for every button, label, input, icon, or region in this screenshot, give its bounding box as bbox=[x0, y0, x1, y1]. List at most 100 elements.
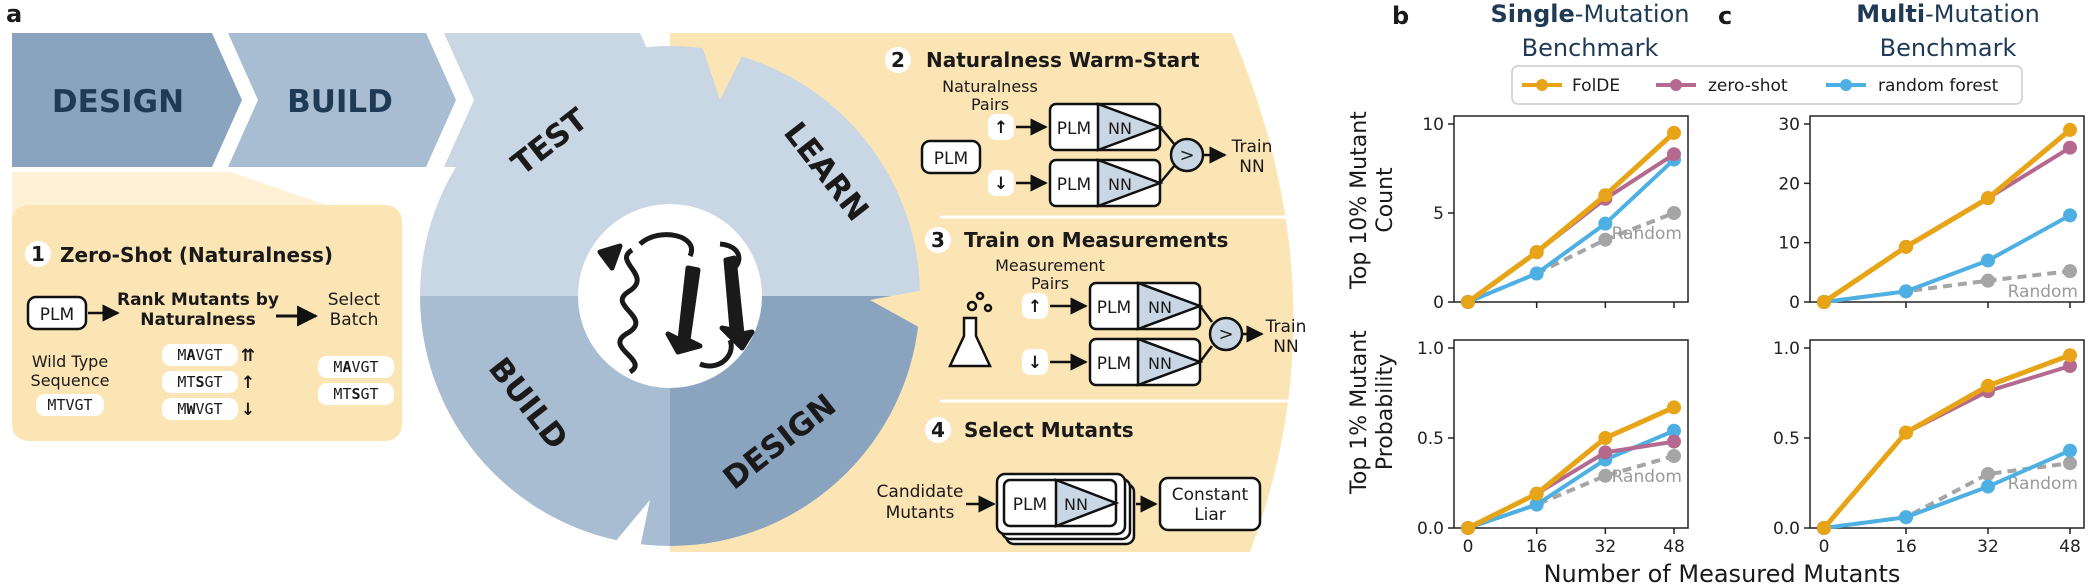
series-line-random-forest bbox=[1823, 448, 2071, 530]
step1: 1 Zero-Shot (Naturalness) PLM Rank Mutan… bbox=[25, 241, 394, 420]
step2-number-badge bbox=[885, 47, 911, 73]
data-point-folde bbox=[1461, 521, 1475, 535]
step1-mutant-seq: MAVGT bbox=[177, 346, 222, 364]
data-point-random bbox=[1667, 449, 1681, 463]
legend-random-forest-marker bbox=[1840, 79, 1852, 91]
chevron-build bbox=[228, 33, 456, 167]
ring-design bbox=[670, 296, 920, 546]
step4: 4 Select Mutants Candidate Mutants PLM N… bbox=[877, 417, 1262, 546]
series-line-folde bbox=[1466, 405, 1676, 531]
step1-wt-line2: Sequence bbox=[31, 371, 110, 390]
legend-box bbox=[1511, 65, 2023, 105]
x-tick-label: 16 bbox=[1526, 537, 1548, 557]
step1-rank-line1: Rank Mutants by bbox=[117, 290, 279, 310]
y-tick-label: 5 bbox=[1433, 204, 1444, 224]
data-point-folde bbox=[2063, 348, 2077, 363]
step3-down: ↓ bbox=[1028, 353, 1042, 373]
ring-center bbox=[578, 204, 762, 388]
x-tick-label: 32 bbox=[1595, 537, 1617, 557]
random-label: Random bbox=[2008, 282, 2078, 302]
step2-train-line2: NN bbox=[1239, 157, 1264, 177]
step2-join-bottom bbox=[1159, 164, 1176, 184]
step2-train-line1: Train bbox=[1231, 137, 1273, 157]
data-point-folde bbox=[1529, 486, 1544, 501]
step1-batch-seq-post: GT bbox=[361, 385, 379, 403]
c-title-bold: Multi bbox=[1856, 0, 1925, 28]
step4-liar-box bbox=[1158, 476, 1262, 532]
random-label: Random bbox=[1612, 467, 1682, 487]
step3-plm-bottom: PLM bbox=[1097, 354, 1131, 374]
step1-mutant-arrow: ⇈ bbox=[241, 346, 255, 366]
step1-mutant-seq-mut: W bbox=[186, 400, 196, 418]
step1-mutant-list: MAVGT⇈MTSGT↑MWVGT↓ bbox=[162, 344, 255, 420]
step3-up: ↑ bbox=[1028, 297, 1042, 317]
b-title-line2: Benchmark bbox=[1522, 34, 1659, 62]
step1-mutant-box bbox=[162, 371, 238, 393]
ylabel-bottom-line2: Probability bbox=[1373, 354, 1398, 470]
random-label: Random bbox=[2008, 474, 2078, 494]
step3-nn-bottom: NN bbox=[1148, 354, 1172, 373]
data-point-zero-shot bbox=[1667, 147, 1681, 162]
step2-plm-left-label: PLM bbox=[934, 149, 968, 169]
step2-down: ↓ bbox=[994, 174, 1008, 194]
data-point-folde bbox=[1899, 239, 1913, 254]
data-point-folde bbox=[1981, 378, 1995, 393]
ring-notch-top bbox=[700, 40, 750, 100]
data-point-zero-shot bbox=[2063, 140, 2077, 155]
legend-folde-marker bbox=[1536, 79, 1548, 91]
step2-pairs-line1: Naturalness bbox=[942, 77, 1038, 96]
step4-plm: PLM bbox=[1013, 495, 1047, 515]
step3-join-bottom bbox=[1199, 345, 1213, 363]
step1-batch-box bbox=[318, 383, 394, 405]
step1-batch-seq-pre: M bbox=[333, 358, 342, 376]
step1-mutant-seq-post: VGT bbox=[195, 346, 222, 364]
series-line-folde bbox=[1466, 131, 1676, 305]
y-tick-label: 30 bbox=[1778, 115, 1800, 135]
y-tick-label: 10 bbox=[1778, 234, 1800, 254]
data-point-random-forest bbox=[1667, 423, 1681, 438]
step1-wt-box bbox=[36, 394, 104, 416]
series-line-random bbox=[1823, 269, 2071, 304]
step3-pairs-line2: Pairs bbox=[1031, 274, 1069, 293]
c-title-line2: Benchmark bbox=[1880, 34, 2017, 62]
step1-mutant-seq-mut: S bbox=[195, 373, 204, 391]
step4-title: Select Mutants bbox=[964, 418, 1134, 442]
legend-zero-shot-marker bbox=[1670, 79, 1682, 91]
step4-liar-line1: Constant bbox=[1172, 485, 1249, 505]
step4-nn: NN bbox=[1064, 495, 1088, 514]
series-line-random-forest bbox=[1823, 213, 2071, 304]
step1-plm-box bbox=[26, 295, 88, 331]
step3-title: Train on Measurements bbox=[964, 228, 1228, 252]
step1-plm-label: PLM bbox=[40, 305, 74, 325]
step4-liar-line2: Liar bbox=[1194, 505, 1226, 525]
ring-learn bbox=[670, 46, 920, 296]
data-point-random-forest bbox=[1598, 216, 1613, 231]
step1-mutant-seq-post: GT bbox=[205, 373, 223, 391]
x-tick-label: 32 bbox=[1977, 537, 1999, 557]
c-title-line1: Multi-Mutation bbox=[1856, 0, 2040, 28]
step1-number: 1 bbox=[31, 242, 45, 266]
legend-zero-shot: zero-shot bbox=[1708, 76, 1788, 96]
step1-mutant-seq-pre: MT bbox=[177, 373, 195, 391]
data-point-random-forest bbox=[2063, 208, 2077, 223]
step4-cand-line2: Mutants bbox=[886, 503, 955, 523]
panel-label-c: c bbox=[1718, 2, 1732, 30]
step2-join-top bbox=[1159, 126, 1176, 146]
ring-notch-right bbox=[870, 290, 924, 330]
y-tick-label: 0.5 bbox=[1417, 429, 1444, 449]
data-point-random bbox=[1667, 206, 1681, 220]
data-point-folde bbox=[1461, 295, 1475, 309]
data-point-folde bbox=[1817, 295, 1831, 309]
legend-random-forest: random forest bbox=[1878, 76, 1999, 96]
step2: 2 Naturalness Warm-Start PLM Naturalness… bbox=[885, 47, 1273, 208]
step1-select-line1: Select bbox=[328, 290, 381, 310]
chevron-design bbox=[12, 33, 242, 167]
x-tick-label: 16 bbox=[1895, 537, 1917, 557]
c-title-rest: -Mutation bbox=[1925, 0, 2040, 28]
data-point-zero-shot bbox=[2063, 359, 2077, 373]
y-tick-label: 0.0 bbox=[1773, 519, 1800, 539]
series-line-random-forest bbox=[1467, 158, 1676, 304]
step4-cand-line1: Candidate bbox=[877, 482, 964, 502]
data-point-random-forest bbox=[1981, 479, 1995, 494]
panel-label-b: b bbox=[1392, 2, 1409, 30]
